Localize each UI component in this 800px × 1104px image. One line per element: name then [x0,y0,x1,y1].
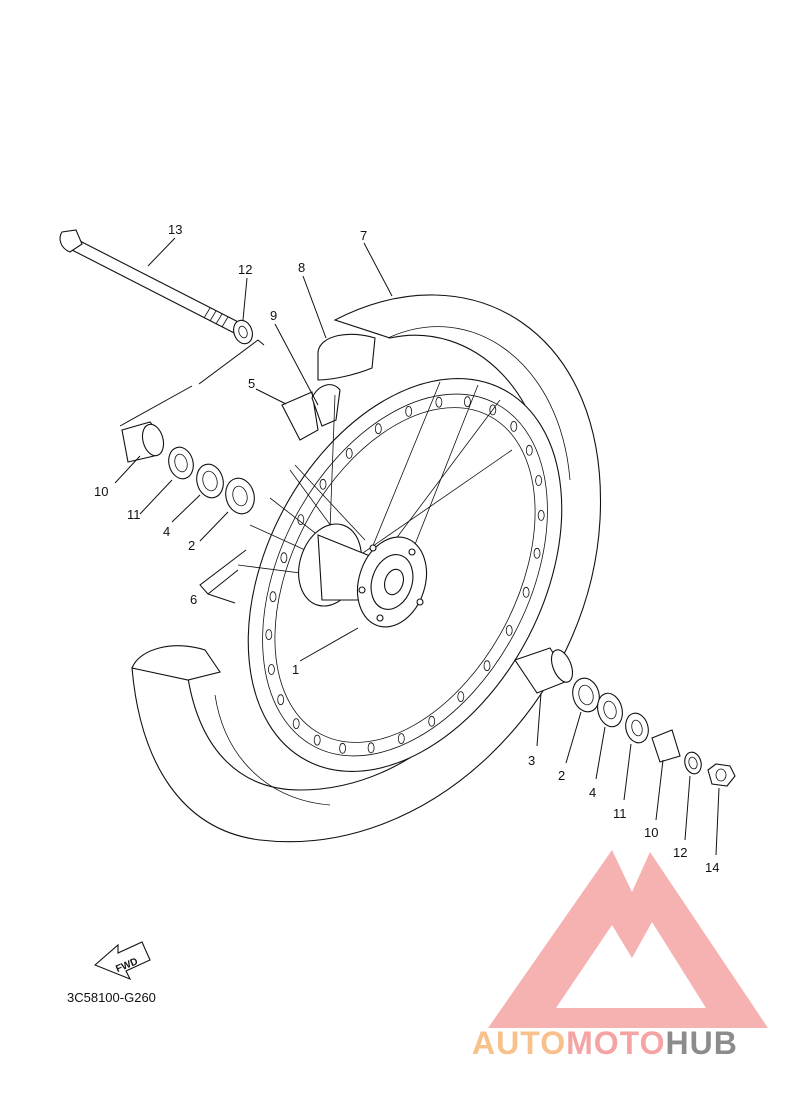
callout-11: 11 [127,507,141,522]
rim-hole [435,396,443,408]
rim-spoke-holes [265,396,545,754]
spoke [359,449,513,556]
rim-hole [339,742,347,754]
left-hardware [121,319,255,515]
spoke [379,399,501,561]
rim-hole [269,591,277,603]
callout-4: 4 [163,524,170,539]
rim-hole [345,447,353,459]
spoke [371,381,441,549]
callout-9: 9 [270,308,277,323]
spoke [329,394,336,531]
callout-14: 14 [705,860,719,875]
automotohub-logo-icon [488,850,768,1028]
right-hardware [514,647,736,787]
rim-hole [489,404,497,416]
rim-hole [367,742,375,754]
callout-2: 2 [188,538,195,553]
callout-10-right: 10 [644,825,658,840]
watermark-brand: AUTOMOTOHUB [472,1025,738,1061]
rim-hole [313,734,321,746]
rim-hole [374,423,382,435]
front-axle [59,229,251,339]
spoke [294,464,366,541]
rim-band [281,384,341,441]
rim-hole [505,625,513,636]
rim-hole [522,586,530,598]
rim-hole [280,552,288,564]
watermark-moto: MOTO [566,1025,665,1061]
rim-hole [265,629,273,640]
rim-hole [525,444,533,456]
callout-7: 7 [360,228,367,243]
callout-12: 12 [238,262,252,277]
callout-1: 1 [292,662,299,677]
rim-hole [510,420,518,432]
rim-hole [277,694,285,706]
callout-6: 6 [190,592,197,607]
callout-10: 10 [94,484,108,499]
callout-5: 5 [248,376,255,391]
rim-hole [533,547,541,559]
hub [298,523,428,628]
callout-4-right: 4 [589,785,596,800]
callout-3: 3 [528,753,535,768]
rim-hole [267,664,275,675]
rim-hole [463,396,471,408]
rim-hole [457,691,465,702]
rim-hole [537,510,545,521]
callout-labels: 13 12 7 8 9 5 10 11 4 2 6 1 3 2 4 11 10 … [94,222,719,875]
spoke [411,384,479,553]
rim-hole [292,718,300,729]
rim-hole [535,475,542,486]
rim-hole [397,733,405,744]
diagram-code: 3C58100-G260 [67,990,156,1005]
callout-11-right: 11 [613,806,627,821]
watermark-hub: HUB [665,1025,737,1061]
rim-hole [483,660,491,672]
rim-hole [428,715,436,727]
forward-arrow-icon: FWD [93,941,151,981]
callout-2-right: 2 [558,768,565,783]
callout-12-right: 12 [673,845,687,860]
leader-lines [114,237,720,856]
callout-13: 13 [168,222,182,237]
rim-hole [319,478,327,490]
callout-8: 8 [298,260,305,275]
watermark-auto: AUTO [472,1025,566,1061]
rim-hole [405,405,413,417]
